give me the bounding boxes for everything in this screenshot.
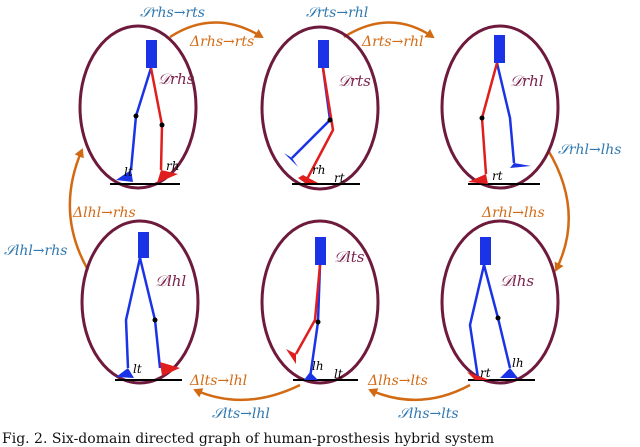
domain-ellipse [440, 24, 560, 190]
foot-label-left: lh [312, 359, 324, 373]
switch-label-rhs-rts: 𝒮rhs→rts [140, 5, 205, 21]
domain-node-rhs: 𝒟rhs lt rh [78, 24, 198, 190]
domain-ellipse [80, 219, 200, 385]
arrow-lts-to-lhl [193, 383, 301, 402]
torso [146, 40, 157, 68]
knee-joint [495, 315, 501, 321]
arrow-lhl-to-rhs [68, 148, 90, 271]
domain-node-lhl: 𝒟lhl lt [80, 219, 200, 385]
foot-label-left: lt [133, 362, 142, 376]
reset-label-lts-lhl: Δlts→lhl [189, 373, 247, 389]
switch-label-lhs-lts: 𝒮lhs→lts [398, 406, 459, 422]
foot-label-left: lt [124, 165, 133, 179]
prosthesis-foot [467, 372, 490, 380]
knee-joint [479, 115, 485, 121]
foot-label-right: rt [334, 171, 345, 185]
domain-label: 𝒟rhs [158, 70, 195, 88]
prosthesis-leg [303, 67, 335, 184]
switch-label-lhl-rhs: 𝒮lhl→rhs [4, 243, 67, 259]
prosthesis-foot [298, 175, 318, 183]
reset-label-rhs-rts: Δrhs→rts [189, 34, 254, 50]
torso [138, 232, 149, 258]
human-leg [124, 257, 142, 369]
domain-ellipse [440, 219, 560, 385]
foot-label-right: rt [492, 169, 503, 183]
reset-label-rhl-lhs: Δrhl→lhs [481, 205, 545, 221]
knee-joint [159, 122, 165, 128]
human-foot [116, 170, 133, 182]
domain-node-rhl: 𝒟rhl rt [440, 24, 560, 190]
torso [315, 237, 326, 265]
prosthesis-foot [157, 170, 178, 183]
figure-caption: Fig. 2. Six-domain directed graph of hum… [2, 431, 495, 447]
arrow-lhs-to-lts [368, 383, 471, 402]
foot-label-right: rh [166, 159, 179, 173]
domain-ellipse [260, 25, 380, 191]
domain-node-lts: 𝒟lts lh lt [260, 219, 380, 385]
torso [494, 35, 505, 63]
reset-label-lhs-lts: Δlhs→lts [367, 373, 428, 389]
reset-label-rts-rhl: Δrts→rhl [361, 34, 424, 50]
reset-label-lhl-rhs: Δlhl→rhs [72, 205, 136, 221]
knee-joint [327, 117, 333, 123]
foot-label-right: lh [512, 356, 524, 370]
foot-label-left: rt [480, 366, 491, 380]
foot-label-right: lt [334, 367, 343, 381]
switch-label-rhl-lhs: 𝒮rhl→lhs [558, 142, 621, 158]
human-foot [284, 153, 298, 167]
knee-joint [133, 113, 139, 119]
knee-joint [152, 317, 158, 323]
arrow-rhs-to-rts [169, 21, 264, 39]
human-foot [304, 372, 318, 380]
prosthesis-foot [160, 362, 180, 376]
domain-node-rts: 𝒟rts rh rt [260, 25, 380, 191]
human-leg [495, 62, 516, 164]
domain-label: 𝒟lhl [155, 272, 186, 290]
domain-label: 𝒟lts [334, 248, 365, 266]
domain-ellipse [260, 219, 380, 385]
domain-node-lhs: 𝒟lhs rt lh [440, 219, 560, 385]
switch-label-rts-rhl: 𝒮rts→rhl [306, 5, 368, 21]
arrow-rts-to-rhl [343, 21, 435, 39]
domain-ellipse [78, 24, 198, 190]
human-foot [510, 163, 531, 168]
foot-label-left: rh [312, 163, 325, 177]
arrow-rhl-to-lhs [546, 149, 570, 272]
domain-label: 𝒟rts [338, 72, 371, 90]
human-foot [116, 368, 134, 378]
prosthesis-foot [468, 174, 488, 184]
human-leg [468, 264, 486, 379]
torso [318, 40, 329, 68]
human-foot [500, 368, 518, 378]
prosthesis-leg [294, 264, 322, 355]
human-leg [129, 67, 153, 171]
prosthesis-foot [286, 349, 296, 364]
domain-label: 𝒟lhs [500, 272, 534, 290]
domain-label: 𝒟rhl [510, 72, 544, 90]
torso [480, 237, 491, 265]
knee-joint [315, 319, 321, 325]
switch-label-lts-lhl: 𝒮lts→lhl [212, 406, 270, 422]
